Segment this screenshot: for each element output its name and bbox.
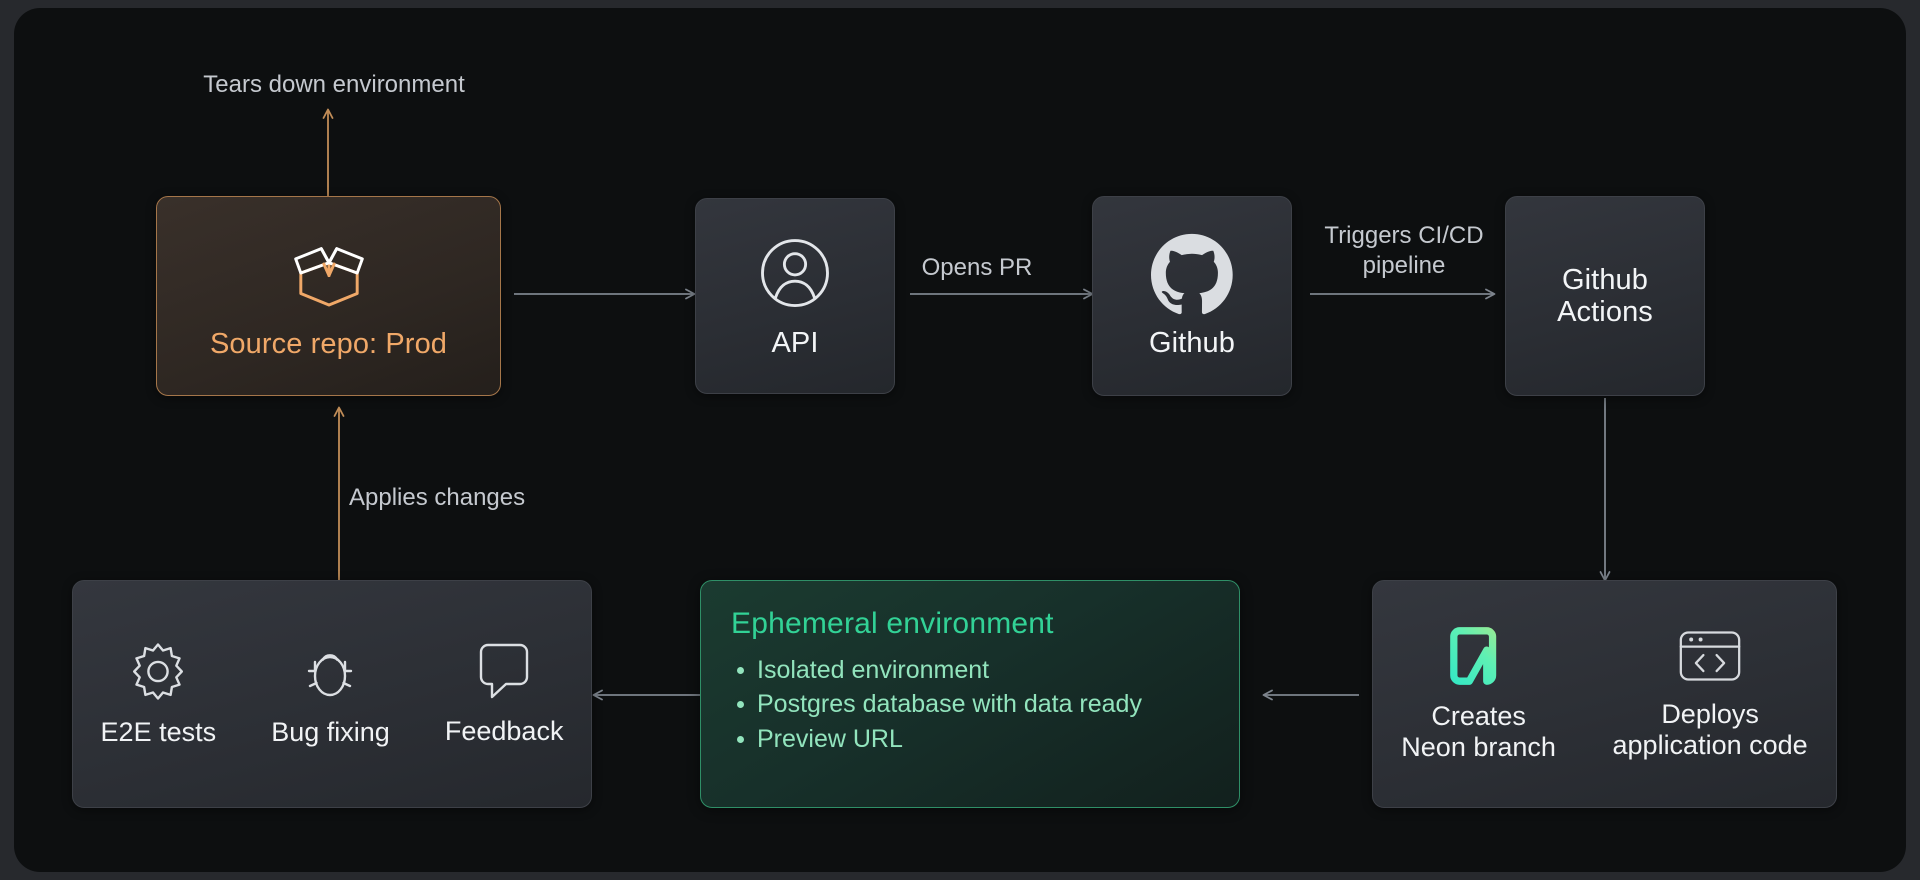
dev-loop-label-e2e: E2E tests <box>100 717 217 748</box>
ephemeral-feature-list: Isolated environment Postgres database w… <box>731 653 1142 756</box>
dev-loop-label-bug: Bug fixing <box>271 717 390 748</box>
neon-logo-icon <box>1448 625 1510 687</box>
node-dev-loop[interactable]: E2E tests Bug fixing <box>72 580 592 808</box>
speech-bubble-icon <box>472 640 536 702</box>
browser-code-icon <box>1678 627 1742 685</box>
github-octocat-icon <box>1151 233 1233 315</box>
node-ephemeral-environment[interactable]: Ephemeral environment Isolated environme… <box>700 580 1240 808</box>
edge-label-opens-pr: Opens PR <box>921 254 1033 281</box>
user-avatar-icon <box>755 233 835 313</box>
ephemeral-title: Ephemeral environment <box>731 607 1054 640</box>
dev-loop-feedback[interactable]: Feedback <box>435 640 574 747</box>
ci-result-label-deploy: Deploys application code <box>1612 698 1808 760</box>
node-api[interactable]: API <box>695 198 895 394</box>
node-github-actions[interactable]: Github Actions <box>1505 196 1705 396</box>
node-ci-results[interactable]: Creates Neon branch Deploys application … <box>1372 580 1837 808</box>
diagram-stage: Tears down environment Opens PR Triggers… <box>14 8 1906 872</box>
dev-loop-bug-fixing[interactable]: Bug fixing <box>261 639 400 748</box>
edge-label-tears-down: Tears down environment <box>203 71 465 98</box>
ci-result-creates-neon-branch[interactable]: Creates Neon branch <box>1391 625 1566 763</box>
diagram-canvas: Tears down environment Opens PR Triggers… <box>14 8 1906 872</box>
node-label-api: API <box>771 326 819 359</box>
edge-label-applies-changes: Applies changes <box>349 484 526 511</box>
ci-result-deploys-application-code[interactable]: Deploys application code <box>1603 627 1818 761</box>
edge-label-triggers: Triggers CI/CD pipeline <box>1324 222 1484 279</box>
gear-icon <box>126 639 190 703</box>
dev-loop-e2e-tests[interactable]: E2E tests <box>91 639 227 748</box>
node-github[interactable]: Github <box>1092 196 1292 396</box>
ci-result-label-neon: Creates Neon branch <box>1401 700 1556 762</box>
package-box-icon <box>288 232 370 314</box>
node-label-source-repo: Source repo: Prod <box>209 327 448 360</box>
node-label-github: Github <box>1148 326 1236 359</box>
list-item: Postgres database with data ready <box>731 687 1142 721</box>
bug-icon <box>298 639 362 703</box>
dev-loop-label-feedback: Feedback <box>444 716 564 747</box>
node-label-github-actions: Github Actions <box>1557 263 1653 328</box>
list-item: Preview URL <box>731 722 1142 756</box>
list-item: Isolated environment <box>731 653 1142 687</box>
node-source-repo[interactable]: Source repo: Prod <box>156 196 501 396</box>
